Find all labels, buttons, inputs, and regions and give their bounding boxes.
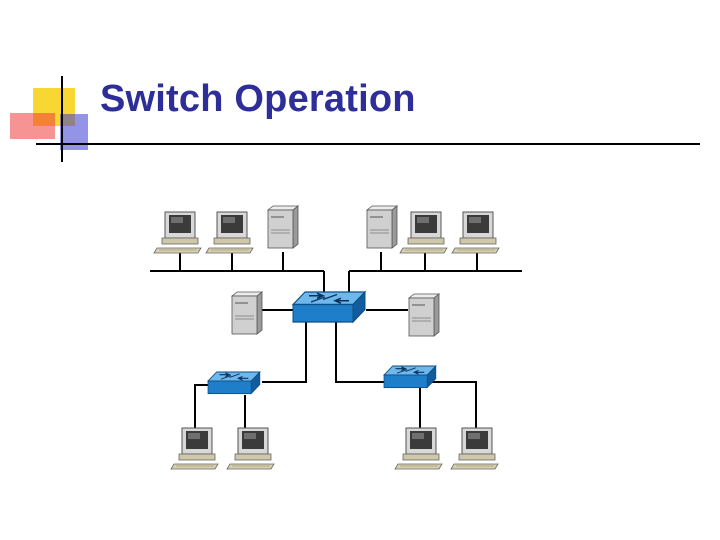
network-cables (150, 248, 522, 430)
pc-bottom-2 (226, 427, 275, 470)
switch-right (383, 365, 437, 389)
switch-left (207, 371, 261, 395)
pc-bottom-4 (450, 427, 499, 470)
server-mid-right (408, 293, 440, 337)
pc-bottom-3 (394, 427, 443, 470)
server-mid-left (231, 291, 263, 335)
slide-title: Switch Operation (100, 78, 416, 120)
pc-top-4 (451, 211, 500, 254)
pc-top-1 (153, 211, 202, 254)
pc-top-3 (399, 211, 448, 254)
title-decoration (10, 76, 700, 162)
pc-bottom-1 (170, 427, 219, 470)
central-switch (292, 291, 366, 323)
pc-top-2 (205, 211, 254, 254)
server-top-1 (267, 205, 299, 249)
server-top-2 (366, 205, 398, 249)
